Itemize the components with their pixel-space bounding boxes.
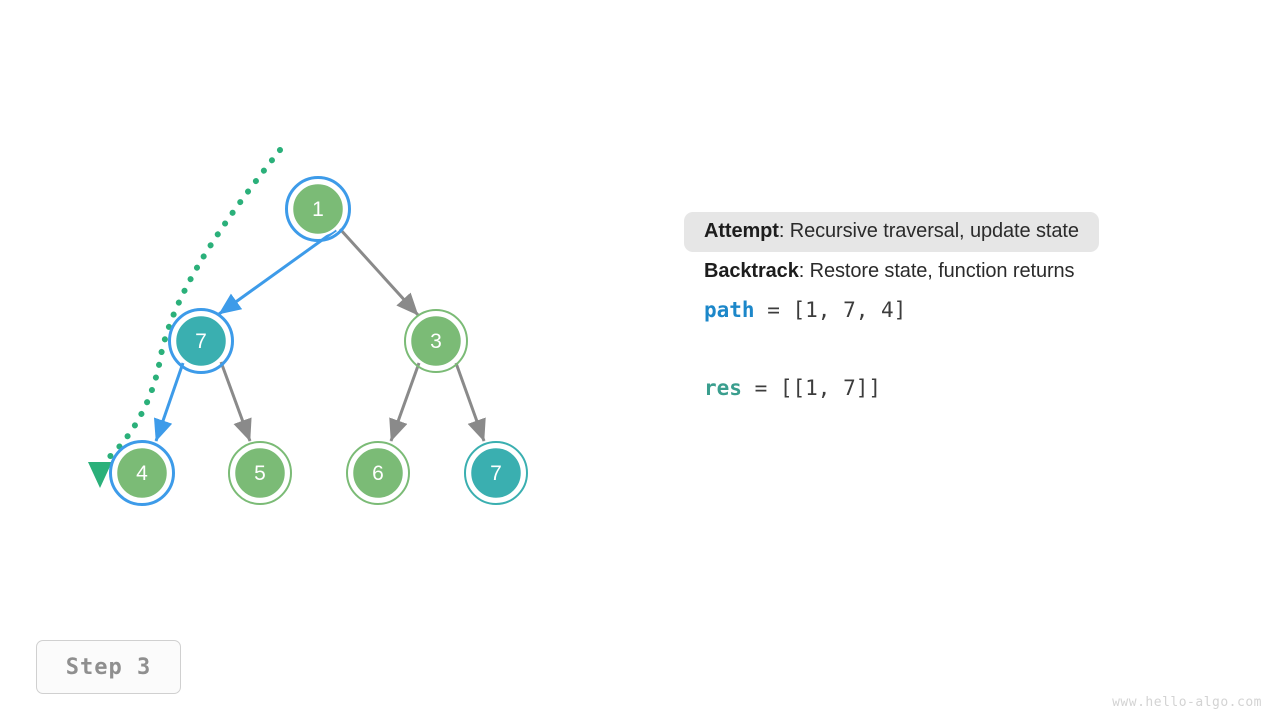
state-info-panel: Attempt: Recursive traversal, update sta… [684, 212, 1204, 406]
tree-node-1[interactable]: 1 [285, 176, 351, 242]
node-label: 7 [490, 462, 502, 485]
node-label: 4 [136, 462, 148, 485]
watermark-text: www.hello-algo.com [1112, 695, 1262, 710]
recursion-path-line [98, 147, 283, 467]
attempt-row: Attempt: Recursive traversal, update sta… [684, 212, 1099, 252]
node-circle [114, 445, 170, 501]
node-circle [173, 313, 229, 369]
res-variable-value: = [[1, 7]] [741, 376, 882, 400]
step-badge: Step 3 [36, 640, 181, 694]
node-circle [232, 445, 288, 501]
edge-7-to-4 [153, 362, 185, 442]
node-label: 6 [372, 462, 384, 485]
attempt-text: Attempt: Recursive traversal, update sta… [704, 220, 1079, 242]
edge-1-to-7 [218, 228, 337, 316]
recursion-path-arrowhead [88, 462, 112, 488]
tree-nodes: 1 7 3 4 5 6 7 [109, 176, 528, 506]
tree-node-5[interactable]: 5 [228, 441, 292, 505]
backtrack-row: Backtrack: Restore state, function retur… [684, 252, 1204, 292]
tree-edges [153, 227, 486, 442]
tree-node-3[interactable]: 3 [404, 309, 468, 373]
recursion-path [88, 147, 283, 488]
node-highlight-ring [109, 440, 175, 506]
node-circle [468, 445, 524, 501]
path-variable-value: = [1, 7, 4] [754, 298, 907, 322]
backtrack-label: Backtrack [704, 260, 799, 282]
tree-node-7-left[interactable]: 7 [168, 308, 234, 374]
node-label: 7 [195, 330, 207, 353]
node-outer-ring [346, 441, 410, 505]
node-outer-ring [464, 441, 528, 505]
step-badge-label: Step 3 [65, 654, 152, 680]
watermark: www.hello-algo.com [1112, 695, 1262, 710]
node-highlight-ring [285, 176, 351, 242]
node-label: 3 [430, 330, 442, 353]
panel-spacer [684, 328, 1204, 370]
binary-tree-diagram: 1 7 3 4 5 6 7 [88, 147, 528, 506]
node-outer-ring [404, 309, 468, 373]
node-circle [290, 181, 346, 237]
tree-node-7-right[interactable]: 7 [464, 441, 528, 505]
node-outer-ring [228, 441, 292, 505]
backtrack-text: Backtrack: Restore state, function retur… [704, 260, 1075, 282]
path-variable-name: path [704, 298, 755, 322]
res-variable-row: res = [[1, 7]] [684, 370, 1204, 406]
node-label: 1 [312, 198, 324, 221]
attempt-label: Attempt [704, 220, 779, 242]
edge-7-to-5 [219, 361, 252, 442]
tree-node-4[interactable]: 4 [109, 440, 175, 506]
res-variable-name: res [704, 376, 742, 400]
backtrack-description: : Restore state, function returns [798, 260, 1075, 282]
path-variable-row: path = [1, 7, 4] [684, 292, 1204, 328]
node-label: 5 [254, 462, 266, 485]
node-highlight-ring [168, 308, 234, 374]
edge-3-to-7 [454, 362, 486, 442]
node-circle [408, 313, 464, 369]
attempt-description: : Recursive traversal, update state [778, 220, 1079, 242]
edge-3-to-6 [389, 362, 421, 442]
node-circle [350, 445, 406, 501]
tree-node-6[interactable]: 6 [346, 441, 410, 505]
edge-1-to-3 [338, 227, 420, 317]
